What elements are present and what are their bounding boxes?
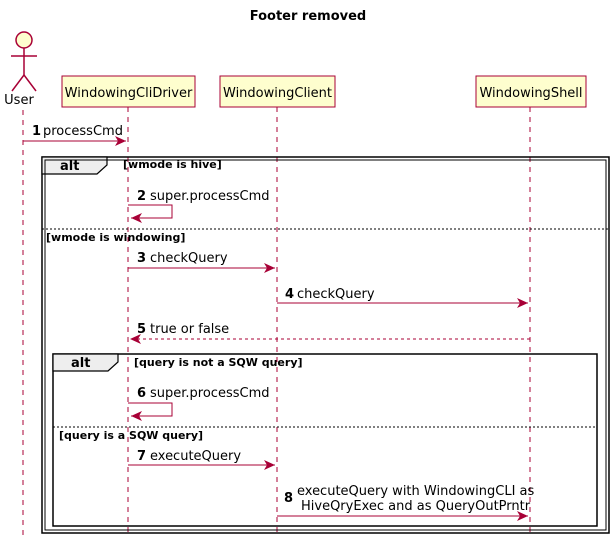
inner-guard-2: [query is a SQW query]: [59, 429, 203, 442]
participant-shell: WindowingShell: [475, 75, 587, 108]
message-6: 6 super.processCmd: [128, 386, 270, 421]
message-label: true or false: [150, 322, 229, 337]
message-number: 7: [137, 449, 146, 464]
message-number: 8: [284, 491, 293, 506]
message-1: 1 processCmd: [23, 124, 126, 146]
message-number: 3: [137, 251, 146, 266]
outer-guard-1: [wmode is hive]: [123, 158, 222, 171]
message-label: super.processCmd: [150, 386, 270, 401]
participant-client: WindowingClient: [219, 75, 336, 108]
message-label: super.processCmd: [150, 189, 270, 204]
participant-driver: WindowingCliDriver: [61, 75, 196, 108]
message-label: processCmd: [43, 124, 123, 139]
message-2: 2 super.processCmd: [128, 189, 270, 223]
outer-alt-fragment: alt [wmode is hive] [wmode is windowing]: [41, 156, 610, 534]
message-3: 3 checkQuery: [128, 251, 275, 273]
inner-guard-1: [query is not a SQW query]: [134, 356, 303, 369]
message-label: checkQuery: [297, 287, 375, 302]
actor-label: User: [4, 93, 34, 108]
message-label: checkQuery: [150, 251, 228, 266]
message-number: 2: [137, 189, 146, 204]
message-number: 1: [32, 124, 41, 139]
message-label: executeQuery: [150, 449, 241, 464]
message-label-line-2: HiveQryExec and as QueryOutPrntr: [301, 499, 531, 514]
participant-label: WindowingShell: [479, 86, 582, 101]
message-4: 4 checkQuery: [277, 287, 528, 308]
message-number: 4: [285, 287, 294, 302]
message-number: 6: [137, 386, 146, 401]
user-actor-icon: [11, 31, 37, 92]
inner-alt-fragment: alt [query is not a SQW query] [query is…: [52, 353, 598, 527]
outer-guard-2: [wmode is windowing]: [46, 231, 185, 244]
message-number: 5: [137, 322, 146, 337]
message-label-line-1: executeQuery with WindowingCLI as: [297, 484, 535, 499]
message-7: 7 executeQuery: [128, 449, 275, 470]
outer-alt-keyword: alt: [60, 159, 79, 174]
diagram-title: Footer removed: [250, 9, 367, 24]
participant-label: WindowingCliDriver: [65, 86, 193, 101]
message-8: 8 executeQuery with WindowingCLI as Hive…: [277, 484, 535, 521]
inner-alt-keyword: alt: [71, 356, 90, 371]
message-5: 5 true or false: [130, 322, 530, 344]
participant-label: WindowingClient: [223, 86, 332, 101]
